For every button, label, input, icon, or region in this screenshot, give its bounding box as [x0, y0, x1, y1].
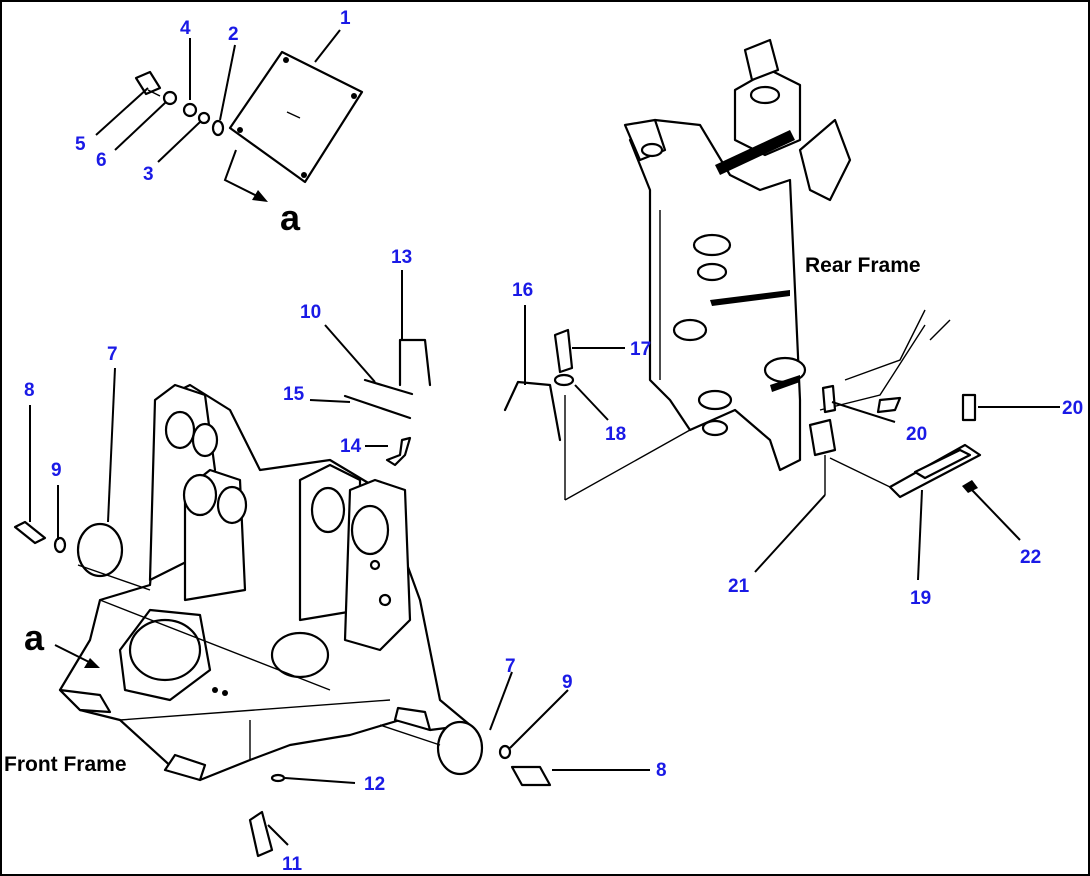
wire-part-15	[343, 394, 412, 420]
bolt-part-5	[134, 70, 162, 96]
rear-frame-parts	[503, 328, 982, 499]
rod-part-10	[363, 378, 414, 396]
rear-frame-title: Rear Frame	[805, 254, 921, 277]
washer-part-12	[270, 773, 286, 783]
rear-frame-body	[628, 118, 802, 472]
washer-part-4	[182, 102, 198, 118]
washer-part-2	[211, 119, 225, 137]
washer-part-18	[553, 373, 575, 387]
callout-8-right: 8	[656, 760, 667, 781]
front-frame-parts	[13, 338, 552, 858]
callout-labels: 1 2 3 4 5 6 7 7 8 8 9 9 10 11 12 13 14 1…	[24, 8, 1083, 875]
callout-2: 2	[228, 24, 239, 45]
callout-8-left: 8	[24, 380, 35, 401]
callout-6: 6	[96, 150, 107, 171]
callout-9-left: 9	[51, 460, 62, 481]
callout-1: 1	[340, 8, 351, 29]
bolt-part-11	[248, 810, 274, 858]
u-bolt-part-16	[503, 380, 562, 442]
bolt-part-14	[385, 436, 412, 467]
nut-part-22	[962, 480, 978, 493]
reference-letter-front: a	[24, 617, 45, 658]
callout-12: 12	[364, 774, 385, 795]
callout-18: 18	[605, 424, 626, 445]
callout-3: 3	[143, 164, 154, 185]
cover-plate-group	[134, 50, 364, 202]
callout-7-right: 7	[505, 656, 516, 677]
washer-part-9-right	[498, 744, 512, 760]
callout-17: 17	[630, 339, 651, 360]
callout-20-mid: 20	[906, 424, 927, 445]
callout-11: 11	[282, 854, 303, 875]
callout-15: 15	[283, 384, 305, 405]
callout-16: 16	[512, 280, 533, 301]
callout-9-right: 9	[562, 672, 573, 693]
cover-plate-7-right	[436, 720, 484, 776]
front-frame-title: Front Frame	[4, 753, 127, 776]
callout-13: 13	[391, 247, 412, 268]
callout-4: 4	[180, 18, 191, 39]
u-bolt-part-13	[398, 338, 432, 387]
bolt-part-8-left	[13, 520, 47, 545]
reference-letter-top: a	[280, 197, 301, 238]
washer-part-6	[162, 90, 178, 106]
callout-22: 22	[1020, 547, 1041, 568]
callout-20-right: 20	[1062, 398, 1083, 419]
cover-plate-part	[228, 50, 364, 184]
cover-plate-7-left	[76, 522, 124, 578]
bolt-part-20-right	[961, 393, 977, 422]
washer-part-9-left	[53, 536, 67, 554]
callout-21: 21	[728, 576, 750, 597]
callout-14: 14	[340, 436, 362, 457]
rear-frame-drawing	[564, 38, 951, 501]
bolt-part-17	[553, 328, 574, 374]
bolt-part-20-mid	[821, 384, 837, 414]
nut-part-3	[197, 111, 211, 125]
callout-19: 19	[910, 588, 931, 609]
callout-10: 10	[300, 302, 321, 323]
callout-7-left: 7	[107, 344, 118, 365]
front-frame-drawing	[58, 383, 472, 782]
callout-5: 5	[75, 134, 86, 155]
bolt-part-8-right	[510, 765, 552, 787]
leader-lines	[29, 29, 1060, 846]
